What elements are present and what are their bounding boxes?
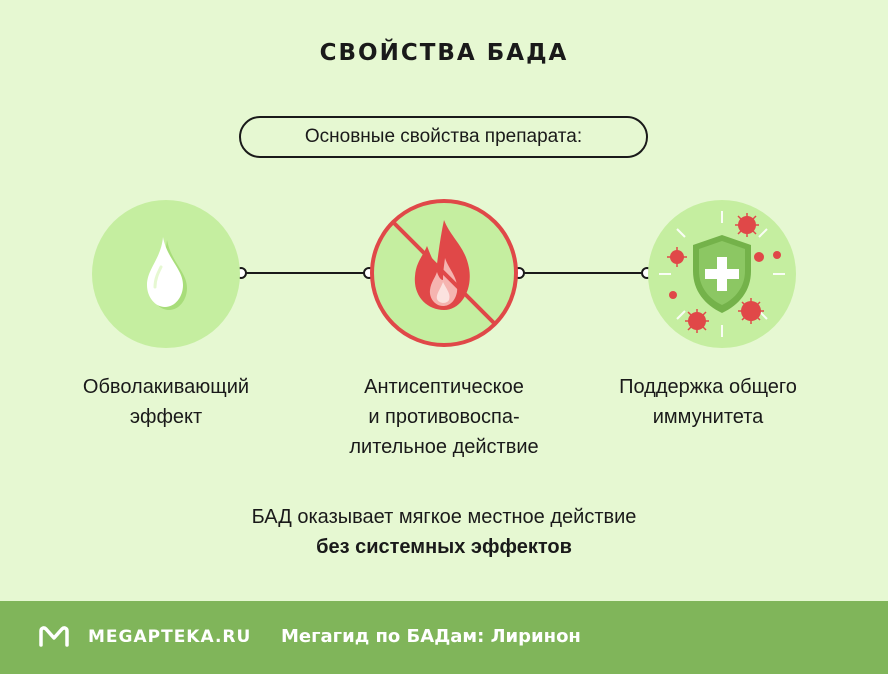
property-caption-coating: Обволакивающий эффект xyxy=(82,376,250,428)
guide-title: Мегагид по БАДам: Лиринон xyxy=(281,626,581,647)
footer-bar: MEGAPTEKA.RU Мегагид по БАДам: Лиринон xyxy=(0,601,888,674)
intro-label: Основные свойства препарата: xyxy=(304,126,583,147)
summary-line-1: БАД оказывает мягкое местное действие xyxy=(251,506,637,528)
summary-line-2: без системных эффектов xyxy=(316,536,572,558)
summary-text: БАД оказывает мягкое местное действие бе… xyxy=(0,502,888,562)
brand-name-link[interactable]: MEGAPTEKA.RU xyxy=(88,627,252,647)
droplet-icon xyxy=(92,200,240,348)
intro-pill: Основные свойства препарата: xyxy=(239,116,648,158)
no-fire-icon xyxy=(370,199,518,347)
immunity-shield-icon xyxy=(648,200,796,348)
property-caption-antiseptic: Антисептическое и противовоспа- лительно… xyxy=(349,376,539,458)
property-caption-immunity: Поддержка общего иммунитета xyxy=(619,376,797,428)
megapteka-logo-icon[interactable] xyxy=(38,625,70,649)
page-title: СВОЙСТВА БАДА xyxy=(319,40,569,66)
